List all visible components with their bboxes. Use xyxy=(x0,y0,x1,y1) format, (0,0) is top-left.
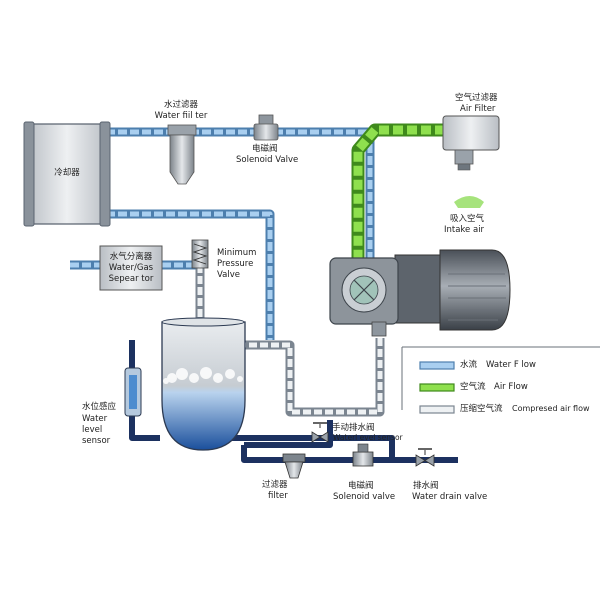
water-tank xyxy=(161,317,246,451)
legend-swatch-compressed xyxy=(419,405,455,414)
legend-compressed-en: Compresed air flow xyxy=(512,404,590,413)
solenoid-valve-bottom-label-en: Solenoid valve xyxy=(333,492,396,502)
air-filter-label-en: Air Filter xyxy=(460,104,496,114)
bottom-filter-label-cn: 过滤器 xyxy=(262,480,288,490)
separator-label-line2: Water/Gas xyxy=(108,263,154,273)
air-filter-label-cn: 空气过滤器 xyxy=(455,93,498,103)
separator-label-line1: 水气分离器 xyxy=(109,252,153,262)
minimum-pressure-valve-body xyxy=(191,239,209,269)
bottom-filter-body xyxy=(282,453,306,479)
level-sensor-label-en-3: sensor xyxy=(82,436,111,446)
separator-label-line3: Sepear tor xyxy=(108,274,154,284)
legend xyxy=(401,346,600,414)
separator-box xyxy=(99,245,163,291)
manual-drain-valve-body xyxy=(311,422,329,443)
water-pipes-fill xyxy=(70,129,373,340)
solenoid-valve-top-label-cn: 电磁阀 xyxy=(252,144,278,154)
level-sensor-label-cn: 水位感应 xyxy=(82,402,117,412)
solenoid-valve-top-body xyxy=(253,114,279,141)
water-filter-label-cn: 水过滤器 xyxy=(163,100,198,110)
bottom-filter-label-en: filter xyxy=(268,491,288,501)
legend-swatch-water xyxy=(419,361,455,370)
water-filter-label-en: Water fiil ter xyxy=(154,111,208,121)
legend-water-en: Water F low xyxy=(486,360,536,370)
manual-drain-valve-label-cn: 手动排水阀 xyxy=(332,423,375,433)
min-pressure-valve-label-line3: Valve xyxy=(217,270,240,280)
intake-air-icon xyxy=(454,196,484,208)
legend-compressed-cn: 压缩空气流 xyxy=(460,404,503,414)
level-sensor-label-en-2: level xyxy=(82,425,103,435)
legend-water-cn: 水流 xyxy=(460,360,478,370)
drain-valve-body xyxy=(415,448,435,467)
solenoid-valve-top-label-en: Solenoid Valve xyxy=(236,155,299,165)
air-filter-body xyxy=(442,115,500,171)
min-pressure-valve-label-line2: Pressure xyxy=(217,259,254,269)
cooler xyxy=(23,121,111,227)
water-filter-body xyxy=(167,124,197,185)
drain-valve-label-cn: 排水阀 xyxy=(413,481,439,491)
water-level-sensor-body xyxy=(124,367,142,417)
solenoid-valve-bottom-label-cn: 电磁阀 xyxy=(348,481,374,491)
legend-air-en: Air Flow xyxy=(494,382,528,392)
manual-drain-valve-label-en: Waterl evel sensor xyxy=(333,433,403,442)
drain-valve-label-en: Water drain valve xyxy=(412,492,488,502)
level-sensor-label-en-1: Water xyxy=(82,414,108,424)
legend-air-cn: 空气流 xyxy=(460,382,486,392)
compressor-unit xyxy=(329,249,511,337)
air-pipe xyxy=(351,123,445,262)
solenoid-valve-bottom-body xyxy=(352,443,374,467)
legend-swatch-air xyxy=(419,383,455,392)
min-pressure-valve-label-line1: Minimum xyxy=(217,248,257,258)
water-pipes xyxy=(70,127,375,340)
cooler-label: 冷却器 xyxy=(54,168,80,178)
compressed-air-pipes xyxy=(195,265,385,417)
intake-air-label-cn: 吸入空气 xyxy=(450,214,485,224)
intake-air-label-en: Intake air xyxy=(444,225,485,235)
